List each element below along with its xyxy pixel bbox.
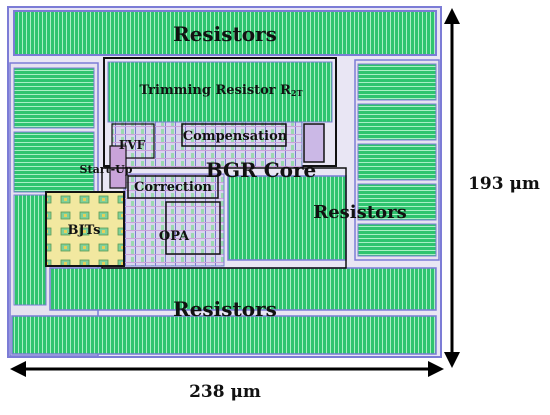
bgr-core-circuitry bbox=[101, 121, 347, 269]
width-dimension-label: 238 μm bbox=[189, 382, 261, 402]
label-startup: Start-Up bbox=[80, 163, 133, 176]
label-correction: Correction bbox=[134, 180, 213, 195]
height-dimension-arrow bbox=[444, 8, 460, 368]
resistor-array-right bbox=[227, 59, 440, 261]
label-resistors-bottom: Resistors bbox=[173, 297, 277, 321]
height-dimension-label: 193 μm bbox=[468, 174, 540, 194]
label-resistors-top: Resistors bbox=[173, 22, 277, 46]
label-fvf: FVF bbox=[119, 138, 146, 152]
label-bgr-core: BGR Core bbox=[206, 158, 316, 182]
label-compensation: Compensation bbox=[183, 129, 288, 144]
resistor-array-top bbox=[13, 10, 437, 56]
width-dimension-arrow bbox=[10, 361, 444, 377]
label-resistors-right: Resistors bbox=[313, 202, 406, 223]
label-bjts: BJTs bbox=[68, 223, 101, 238]
label-trimming-resistor: Trimming Resistor R2T bbox=[139, 83, 302, 98]
trimming-resistor-block bbox=[103, 57, 337, 167]
bjt-array bbox=[45, 191, 125, 267]
label-opa: OPA bbox=[159, 229, 190, 244]
